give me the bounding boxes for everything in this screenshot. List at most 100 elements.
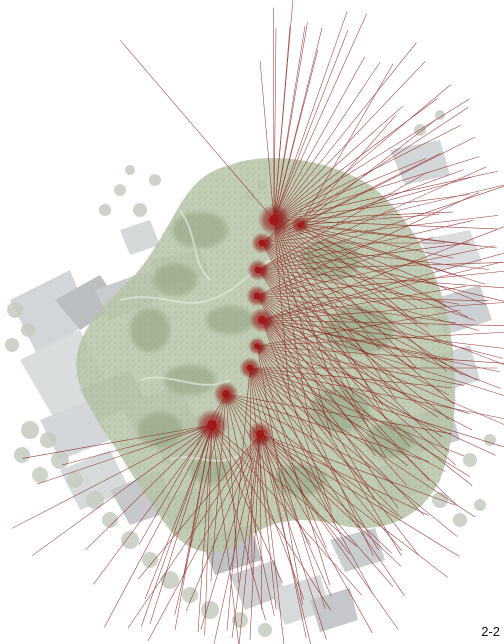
view-ray — [22, 424, 213, 459]
view-ray — [273, 7, 275, 221]
view-ray — [261, 242, 408, 398]
view-ray — [273, 25, 291, 221]
view-ray — [273, 156, 480, 221]
view-ray — [249, 433, 261, 641]
view-ray — [299, 224, 418, 324]
view-ray — [273, 219, 387, 420]
view-ray — [257, 269, 479, 331]
view-ray — [37, 424, 213, 485]
view-ray — [256, 309, 461, 347]
view-ray — [261, 319, 374, 556]
view-ray — [261, 319, 504, 349]
view-ray — [259, 433, 456, 506]
context-tree-canopy — [5, 110, 496, 637]
view-ray — [256, 192, 480, 297]
view-ray — [256, 345, 409, 467]
view-ray — [261, 319, 501, 373]
view-ray — [257, 166, 487, 271]
view-ray — [259, 433, 402, 567]
view-ray — [211, 424, 362, 596]
view-ray — [259, 433, 448, 578]
view-ray — [259, 433, 332, 597]
view-ray — [249, 367, 327, 549]
view-ray — [256, 331, 504, 347]
view-ray — [259, 60, 275, 221]
view-ray — [273, 29, 349, 221]
view-ray — [211, 424, 357, 547]
view-ray — [299, 137, 475, 226]
view-ray — [273, 106, 403, 221]
view-ray — [261, 242, 384, 406]
view-ray — [259, 433, 399, 630]
view-ray — [261, 242, 387, 458]
view-ray — [93, 424, 213, 585]
view-ray — [273, 56, 365, 221]
view-ray — [61, 424, 213, 466]
view-ray — [299, 118, 438, 226]
view-ray — [238, 433, 261, 644]
observation-node — [258, 239, 266, 247]
view-ray — [261, 319, 455, 361]
observation-nodes — [195, 203, 309, 447]
view-ray — [261, 302, 504, 321]
view-ray — [257, 269, 373, 434]
view-ray — [249, 367, 373, 594]
observation-node — [207, 420, 217, 430]
view-ray — [249, 367, 504, 448]
view-ray — [225, 393, 452, 435]
view-ray — [257, 269, 478, 381]
observation-node — [222, 390, 230, 398]
view-ray — [261, 319, 332, 510]
view-ray — [273, 219, 487, 305]
view-ray — [256, 295, 456, 324]
view-ray — [211, 424, 266, 621]
view-ray — [273, 219, 290, 399]
view-ray — [261, 319, 504, 396]
view-ray — [211, 424, 239, 644]
view-ray — [249, 367, 253, 576]
view-ray — [273, 42, 417, 221]
view-ray — [261, 84, 451, 244]
view-ray — [85, 424, 213, 551]
observation-node — [297, 222, 303, 228]
observation-node — [256, 430, 264, 438]
view-ray — [11, 424, 213, 529]
view-ray — [257, 269, 450, 420]
view-ray — [256, 345, 336, 523]
view-ray — [261, 242, 504, 302]
view-ray — [273, 219, 381, 351]
view-ray — [256, 295, 430, 481]
view-ray — [261, 319, 473, 431]
view-ray — [273, 25, 306, 221]
view-ray — [256, 295, 376, 456]
view-ray — [249, 367, 403, 519]
view-ray — [104, 424, 213, 628]
view-ray — [249, 367, 405, 596]
view-ray — [273, 11, 348, 221]
view-ray — [204, 424, 213, 636]
view-ray — [249, 367, 403, 551]
view-ray — [174, 424, 213, 631]
view-ray — [273, 219, 441, 343]
view-ray — [257, 262, 504, 271]
view-ray — [273, 61, 381, 221]
view-ray — [273, 27, 323, 221]
view-ray — [273, 219, 497, 230]
view-ray — [261, 285, 466, 321]
view-ray — [226, 367, 251, 631]
view-ray — [261, 319, 473, 486]
view-ray — [225, 393, 371, 468]
view-ray — [299, 115, 396, 226]
view-ray — [257, 269, 504, 289]
view-ray — [256, 345, 464, 386]
view-ray — [273, 219, 469, 318]
view-ray — [257, 269, 460, 305]
view-ray — [256, 295, 456, 466]
view-ray — [261, 215, 499, 244]
view-ray — [249, 367, 452, 388]
view-ray — [299, 177, 472, 226]
view-ray — [197, 424, 213, 633]
view-ray — [261, 319, 504, 425]
view-ray — [249, 367, 504, 419]
view-ray — [257, 172, 428, 271]
